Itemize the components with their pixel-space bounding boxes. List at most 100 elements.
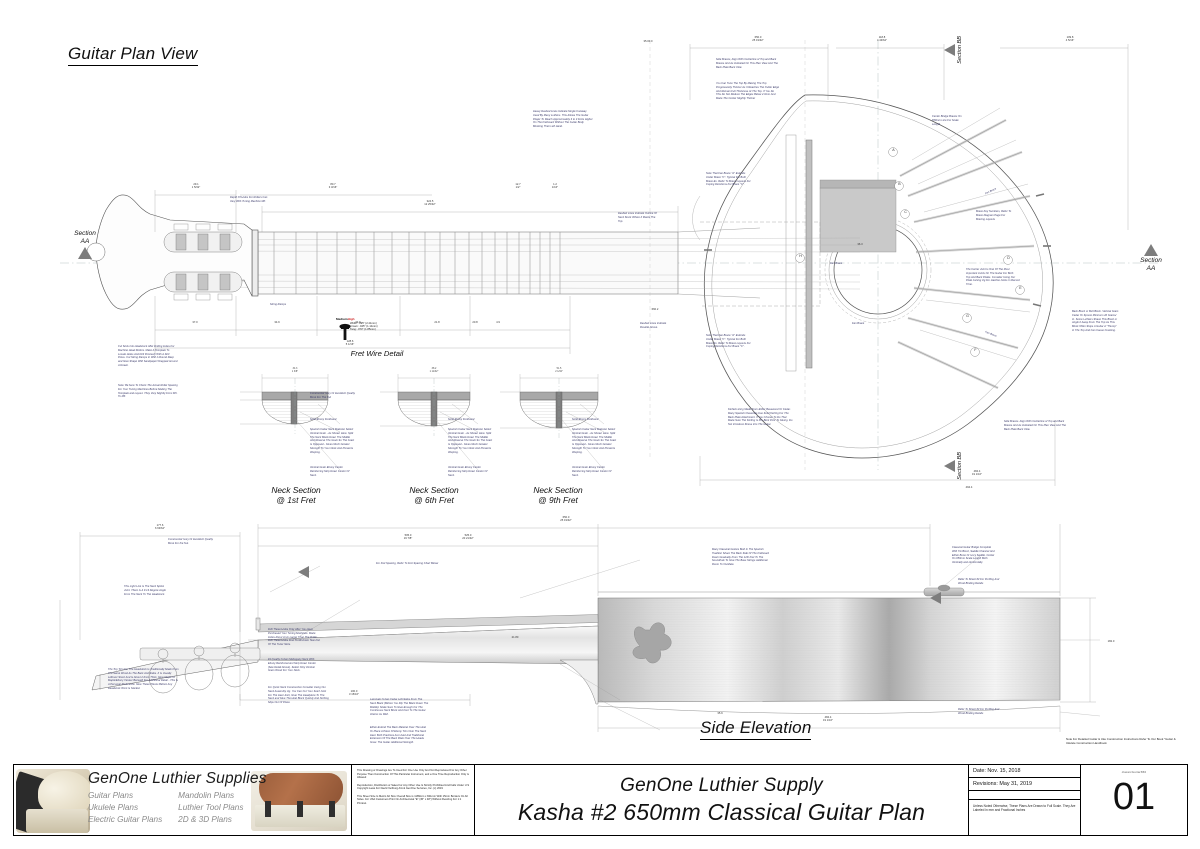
note-string-ramps: String Ramps	[270, 303, 287, 306]
revision-row: Revisions: May 31, 2019	[969, 778, 1080, 791]
brace-key-h: H	[799, 254, 802, 258]
neck-section-label-2: Neck Section @ 6th Fret	[409, 485, 459, 505]
sheet-number: 01	[1112, 776, 1156, 818]
side-elevation-title: Side Elevation	[700, 718, 812, 740]
scale-note: Unless Noted Otherwise, These Plans Are …	[973, 804, 1076, 813]
section-arrow-icon-side-2	[930, 592, 941, 604]
brace-key-d: D	[1007, 256, 1010, 260]
note-side-braces: Side Braces, Align With Centerline of To…	[716, 58, 778, 69]
sheet-code: classicGuitar650	[1121, 770, 1147, 774]
guitar-mold-photo-left	[16, 769, 90, 833]
note-ebony-strip-2: Vertical Grain Ebony Center Reinforcing …	[448, 466, 488, 477]
section-arrow-icon	[1144, 244, 1158, 256]
plan-view-title: Guitar Plan View	[68, 44, 198, 66]
brace-key-c: C	[904, 210, 907, 214]
brace-key-b: B	[898, 182, 901, 186]
dim-body-5: 660.2	[651, 308, 659, 311]
legal-paragraph-1: This Drawing or Drawings Are To Used For…	[357, 769, 469, 780]
date-row: Date: Nov. 15, 2018	[969, 765, 1080, 778]
fret-wire-profile-icon	[339, 323, 351, 340]
note-kerfed-lining: Kerfed Lining Made From Either Basswood …	[728, 408, 793, 426]
fret-wire-detail: MediumHigh Width: .095" (2.41mm) Crown: …	[336, 317, 408, 331]
note-cutaway: Heavy Dashed Lines Indicate Single Cutaw…	[533, 110, 593, 128]
note-neck-jig: For Quick Neck Construction Consider Usi…	[268, 686, 329, 704]
note-tuner-spacing: Note: Be Sure To Check The Actual Roller…	[118, 384, 178, 399]
note-spanish-cedar-2: Spanish Cedar Neck Material. Select Vert…	[448, 428, 493, 454]
brace-key-a: A	[892, 148, 895, 152]
blank-row	[969, 791, 1080, 800]
dim-plan-9: 20.8	[472, 321, 478, 324]
dim-body-8: 494.4	[965, 486, 973, 489]
company-name: GenOne Luthier Supply	[620, 774, 823, 796]
brace-key-f: F	[974, 348, 977, 352]
legal-paragraph-2: Reproduction, Distribution or Sales For …	[357, 783, 470, 791]
dim-body-4: 35.00.0	[643, 40, 653, 43]
note-spanish-cedar-1: Spanish Cedar Neck Material. Select Vert…	[310, 428, 355, 454]
neck-section-label-3: Neck Section @ 9th Fret	[533, 485, 583, 505]
dim-plan-6: 34.9	[274, 321, 280, 324]
logo-plan-list-2: Mandolin Plans Luthier Tool Plans 2D & 3…	[178, 791, 244, 824]
note-heel-extend: Either Extend The Back Material Over The…	[370, 726, 427, 744]
note-fan-brace-a: Note That Fan Brace "A" Extends Under Br…	[706, 172, 751, 187]
title-block-legal-cell: This Drawing or Drawings Are To Used For…	[352, 765, 475, 835]
note-cedar-laminate: Laminate Cuban Cedar Left-Sides From The…	[370, 698, 429, 716]
note-spanish-cedar-3: Spanish Cedar Neck Material. Select Vert…	[572, 428, 617, 454]
title-block-logo-cell: GenOne Luthier Supplies Guitar Plans Uku…	[14, 765, 352, 835]
note-rosette: Dashed Lines Indicate Rosette Above.	[640, 322, 667, 329]
note-spanish-foot: Many Classical Guitars Built In The Span…	[712, 548, 769, 566]
note-rollers: Depth Of Holes For Rollers Can Vary With…	[230, 196, 268, 203]
section-arrow-icon	[944, 459, 955, 472]
dim-plan-7: 34.9	[355, 321, 361, 324]
note-headstock-slots: Cut Slots Into Headstock After Drilling …	[118, 345, 178, 367]
dim-plan-5: 37.0	[192, 321, 198, 324]
note-ebony-strip-1: Vertical Grain Ebony Center Reinforcing …	[310, 466, 350, 477]
note-neck-splice: This Light Line Is The Neck Splice Joint…	[124, 585, 166, 596]
note-purfling-2: Refer To Sheet #3 For Purfling And Wood …	[958, 708, 1000, 715]
note-neck-mortise: Dashed Lines Indicate Outline Of Neck St…	[618, 212, 657, 223]
dim-side-9: 21.80	[511, 636, 519, 639]
title-block: GenOne Luthier Supplies Guitar Plans Uku…	[13, 764, 1188, 836]
section-marker-bb-top: Section BB	[944, 36, 964, 64]
note-tune-the-top: You Can Tune The Top By Making The Top P…	[716, 82, 780, 100]
fret-wire-detail-label: Fret Wire Detail	[350, 349, 404, 358]
drawing-title: Kasha #2 650mm Classical Guitar Plan	[517, 798, 926, 825]
brace-key-g: G	[966, 314, 969, 318]
dim-plan-8: 21.8	[434, 321, 440, 324]
note-nut-side: Constructed Ivory Or Excellent Quality B…	[168, 538, 213, 545]
section-marker-bb-bottom: Section BB	[944, 452, 964, 480]
note-fan-brace-a2: Note That Fan Brace "A" Extends Under Br…	[706, 334, 751, 349]
guitar-mold-photo-right	[251, 771, 347, 831]
title-block-title-cell: GenOne Luthier Supply Kasha #2 650mm Cla…	[475, 765, 969, 835]
fretwire-gauge-high: High	[347, 317, 355, 321]
fretwire-gauge-medium: Medium	[336, 317, 348, 321]
neck-section-label-1: Neck Section @ 1st Fret	[271, 485, 321, 505]
note-center-joint: The Center Joint Is One Of The Most Impo…	[966, 268, 1020, 286]
dim-body-6: 36.3	[857, 243, 863, 246]
fretwire-crown: Crown: .045" (1.14mm)	[350, 325, 378, 328]
logo-plan-list-1: Guitar Plans Ukulele Plans Electric Guit…	[88, 791, 163, 824]
note-side-braces-2: Side Braces. Align With Centerline of To…	[1004, 420, 1066, 431]
note-bridge-side: Classical Guitar Bridge Complete With Ti…	[952, 546, 995, 564]
dim-side-8: 182.0	[1107, 640, 1115, 643]
title-block-meta-cell: Date: Nov. 15, 2018 Revisions: May 31, 2…	[969, 765, 1081, 835]
note-fret-spacing: For Fret Spacing, Refer To Fret Spacing …	[376, 562, 439, 565]
construction-handbook-note: Note For Detailed Guitar & Uke Construct…	[1066, 737, 1176, 746]
note-fretboard-3: Solid Ebony Fretboard	[572, 418, 599, 421]
brace-key-e: E	[1019, 286, 1022, 290]
title-block-sheet-cell: classicGuitar650 01	[1081, 765, 1187, 835]
